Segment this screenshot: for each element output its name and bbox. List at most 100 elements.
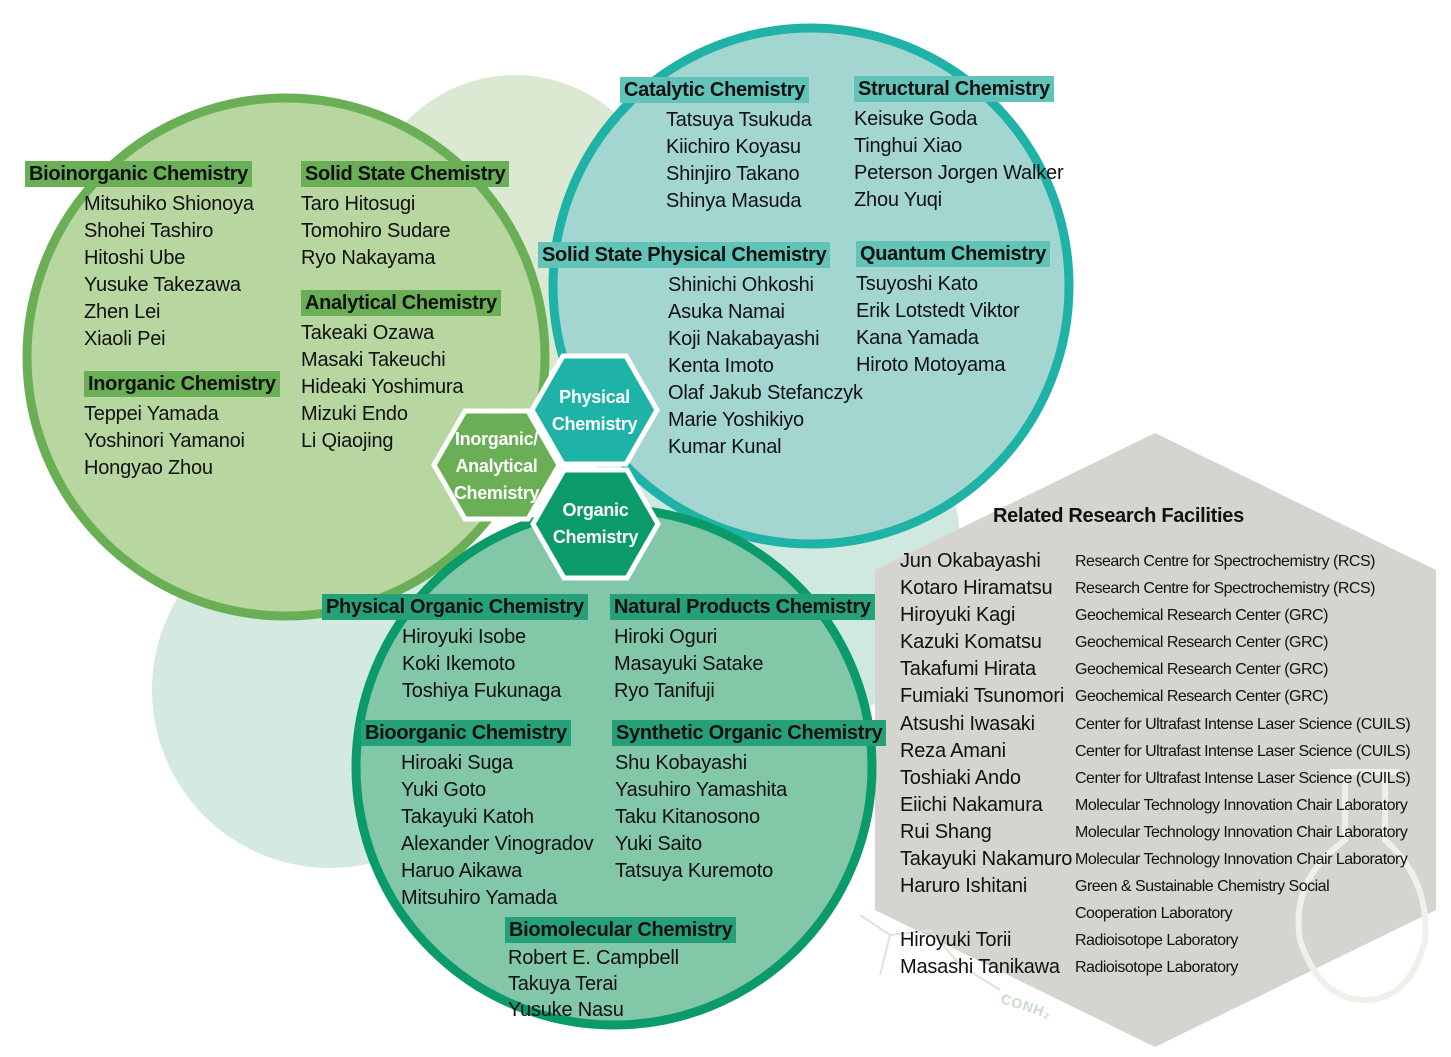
facility-name: Center for Ultrafast Intense Laser Scien…: [1075, 742, 1411, 760]
facility-member-name: Masashi Tanikawa: [900, 956, 1060, 979]
facility-member-name: Reza Amani: [900, 739, 1006, 762]
member: Kenta Imoto: [668, 355, 774, 377]
member: Marie Yoshikiyo: [668, 409, 804, 431]
member: Mitsuhiko Shionoya: [84, 193, 254, 215]
member: Kiichiro Koyasu: [666, 136, 801, 158]
facility-name: Research Centre for Spectrochemistry (RC…: [1075, 553, 1375, 570]
member: Teppei Yamada: [84, 403, 219, 425]
group-title: Natural Products Chemistry: [610, 594, 875, 620]
member: Takayuki Katoh: [401, 806, 534, 828]
group-title: Synthetic Organic Chemistry: [612, 720, 887, 746]
inorganic-circle: [22, 93, 550, 621]
member-list: Mitsuhiko Shionoya Shohei Tashiro Hitosh…: [84, 191, 254, 353]
member: Masaki Takeuchi: [301, 349, 446, 371]
group-quantum: Quantum Chemistry Tsuyoshi Kato Erik Lot…: [856, 241, 1051, 379]
member: Ryo Nakayama: [301, 247, 436, 269]
hex-label-line: Chemistry: [551, 414, 638, 434]
hex-label-line: Chemistry: [552, 527, 639, 547]
facility-member-name: Rui Shang: [900, 820, 992, 843]
member: Hiroyuki Isobe: [402, 626, 526, 648]
facility-name: Geochemical Research Center (GRC): [1075, 607, 1328, 625]
member: Li Qiaojing: [301, 430, 394, 452]
group-title: Solid State Chemistry: [301, 161, 510, 187]
group-title: Physical Organic Chemistry: [322, 594, 588, 620]
group-biomolecular: Biomolecular Chemistry Robert E. Campbel…: [505, 917, 737, 1023]
facility-member-name: Jun Okabayashi: [900, 550, 1041, 572]
member: Taku Kitanosono: [615, 806, 760, 828]
group-title: Catalytic Chemistry: [620, 77, 810, 103]
molecule-decoration: [859, 914, 1001, 991]
group-analytical: Analytical Chemistry Takeaki Ozawa Masak…: [301, 290, 501, 455]
group-title: Bioinorganic Chemistry: [25, 161, 252, 187]
facility-member-name: Toshiaki Ando: [900, 766, 1021, 789]
member-list: Shu Kobayashi Yasuhiro Yamashita Taku Ki…: [615, 750, 886, 885]
member: Mizuki Endo: [301, 403, 408, 425]
facility-member-name: Haruro Ishitani: [900, 875, 1028, 898]
member: Koji Nakabayashi: [668, 328, 820, 350]
physical-chemistry-hexagon: [529, 353, 660, 467]
member: Hitoshi Ube: [84, 247, 186, 269]
facility-member-name: Fumiaki Tsunomori: [900, 685, 1065, 708]
facility-name: Geochemical Research Center (GRC): [1075, 688, 1328, 706]
group-title: Structural Chemistry: [854, 76, 1054, 102]
member: Takeaki Ozawa: [301, 322, 435, 344]
member: Hiroto Motoyama: [856, 354, 1006, 376]
group-inorganic: Inorganic Chemistry Teppei Yamada Yoshin…: [84, 371, 280, 482]
member: Ryo Tanifuji: [614, 680, 715, 702]
member: Toshiya Fukunaga: [402, 680, 562, 702]
facilities-title: Related Research Facilities: [993, 505, 1244, 527]
facility-name: Molecular Technology Innovation Chair La…: [1075, 796, 1408, 814]
hex-label-line: Inorganic/: [454, 429, 538, 449]
member-list: Hiroaki Suga Yuki Goto Takayuki Katoh Al…: [401, 750, 594, 912]
member: Asuka Namai: [668, 301, 785, 323]
member: Hiroki Oguri: [614, 626, 718, 648]
member: Yuki Goto: [401, 779, 486, 801]
facility-name: Cooperation Laboratory: [1075, 905, 1233, 923]
facility-member-name: Eiichi Nakamura: [900, 793, 1043, 816]
member: Hongyao Zhou: [84, 457, 213, 479]
group-natural-products: Natural Products Chemistry Hiroki Oguri …: [610, 594, 875, 705]
physical-chemistry-label: Physical Chemistry: [532, 384, 657, 438]
member: Olaf Jakub Stefanczyk: [668, 382, 863, 404]
member: Kana Yamada: [856, 327, 979, 349]
physical-circle: [548, 23, 1074, 549]
member-list: Hiroyuki Isobe Koki Ikemoto Toshiya Fuku…: [402, 624, 588, 705]
member: Yusuke Nasu: [508, 999, 624, 1021]
member: Yasuhiro Yamashita: [615, 779, 788, 801]
member-list: Robert E. Campbell Takuya Terai Yusuke N…: [508, 945, 736, 1023]
member: Erik Lotstedt Viktor: [856, 300, 1020, 322]
facility-member-name: Takayuki Nakamuro: [900, 848, 1073, 871]
member: Hiroaki Suga: [401, 752, 514, 774]
group-title: Solid State Physical Chemistry: [538, 242, 831, 268]
member: Shinya Masuda: [666, 190, 802, 212]
facility-member-name: Takafumi Hirata: [900, 658, 1036, 681]
inorganic-analytical-hexagon: [431, 408, 562, 522]
facility-name: Molecular Technology Innovation Chair La…: [1075, 851, 1408, 869]
facilities-hexagon: [875, 433, 1436, 1047]
member: Shohei Tashiro: [84, 220, 214, 242]
group-catalytic: Catalytic Chemistry Tatsuya Tsukuda Kiic…: [620, 77, 812, 215]
facility-name: Molecular Technology Innovation Chair La…: [1075, 823, 1408, 841]
member: Zhou Yuqi: [854, 189, 942, 211]
member: Peterson Jorgen Walker: [854, 162, 1064, 184]
facility-name: Center for Ultrafast Intense Laser Scien…: [1075, 715, 1411, 733]
member-list: Teppei Yamada Yoshinori Yamanoi Hongyao …: [84, 401, 280, 482]
member: Kumar Kunal: [668, 436, 782, 458]
group-title: Inorganic Chemistry: [84, 371, 280, 397]
group-bioinorganic: Bioinorganic Chemistry Mitsuhiko Shionoy…: [25, 161, 254, 353]
group-physical-organic: Physical Organic Chemistry Hiroyuki Isob…: [322, 594, 588, 705]
member: Takuya Terai: [508, 973, 618, 995]
member: Koki Ikemoto: [402, 653, 516, 675]
facility-member-name: Kotaro Hiramatsu: [900, 577, 1053, 600]
flask-icon: [1295, 769, 1429, 1004]
member-list: Keisuke Goda Tinghui Xiao Peterson Jorge…: [854, 106, 1064, 214]
member: Alexander Vinogradov: [401, 833, 594, 855]
facility-name: Geochemical Research Center (GRC): [1075, 661, 1328, 679]
group-title: Analytical Chemistry: [301, 290, 501, 316]
member-list: Tsuyoshi Kato Erik Lotstedt Viktor Kana …: [856, 271, 1050, 379]
member: Xiaoli Pei: [84, 328, 166, 350]
group-title: Biomolecular Chemistry: [505, 917, 737, 943]
member: Tinghui Xiao: [854, 135, 963, 157]
group-solid-state: Solid State Chemistry Taro Hitosugi Tomo…: [301, 161, 510, 272]
facility-name: Geochemical Research Center (GRC): [1075, 634, 1328, 652]
